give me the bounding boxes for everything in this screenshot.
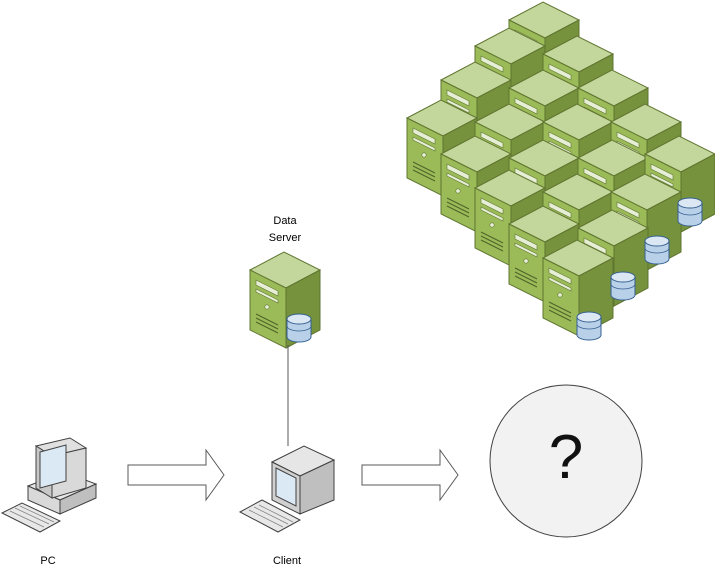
question-circle-icon <box>489 384 643 538</box>
pc-icon <box>0 437 98 533</box>
data-server-label-line2: Server <box>268 232 302 244</box>
client-icon <box>238 445 336 533</box>
pc-label: PC <box>40 555 56 567</box>
client-label: Client <box>272 555 302 567</box>
data-server-label-line1: Data <box>273 215 297 227</box>
right-arrow-icon <box>127 449 225 501</box>
data-server-label: Data Server <box>255 213 315 247</box>
server-farm <box>406 1 715 341</box>
right-arrow-icon <box>361 449 459 501</box>
data-server-icon <box>249 251 321 349</box>
question-mark: ? <box>548 423 584 492</box>
